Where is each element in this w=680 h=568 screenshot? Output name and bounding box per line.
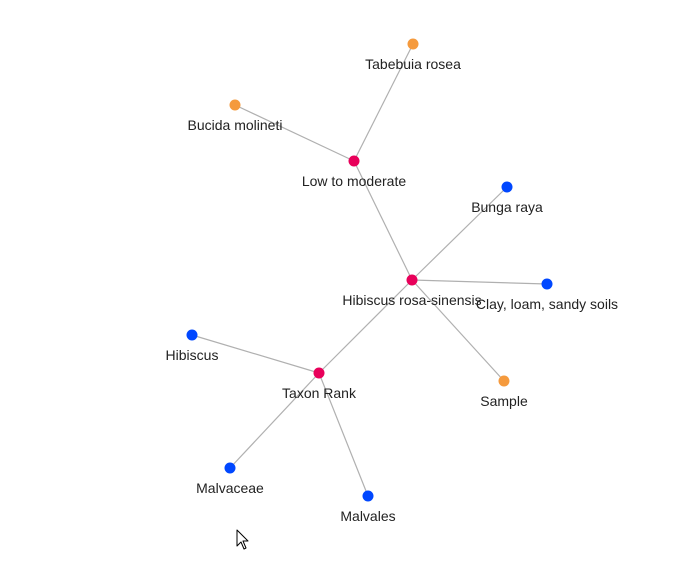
node-malvales[interactable]: Malvales bbox=[340, 490, 396, 525]
nodes-layer: Hibiscus rosa-sinensis Low to moderateTax… bbox=[166, 38, 618, 525]
node-label-hibiscus: Hibiscus bbox=[166, 347, 219, 363]
node-bunga-raya[interactable]: Bunga raya bbox=[471, 181, 543, 216]
edge-hibiscus-rosa-sinensis-bunga-raya bbox=[411, 186, 508, 281]
node-dot-malvales[interactable] bbox=[362, 490, 374, 502]
node-dot-bucida-molineti[interactable] bbox=[229, 99, 241, 111]
edge-low-to-moderate-tabebuia-rosea bbox=[353, 43, 414, 162]
node-label-hibiscus-rosa-sinensis: Hibiscus rosa-sinensis bbox=[342, 292, 481, 308]
node-dot-bunga-raya[interactable] bbox=[501, 181, 513, 193]
node-dot-sample[interactable] bbox=[498, 375, 510, 387]
node-label-bucida-molineti: Bucida molineti bbox=[188, 117, 283, 133]
node-dot-hibiscus-rosa-sinensis[interactable] bbox=[406, 274, 418, 286]
node-dot-malvaceae[interactable] bbox=[224, 462, 236, 474]
edge-hibiscus-rosa-sinensis-low-to-moderate bbox=[353, 160, 413, 281]
node-label-clay-loam-sandy-soils: Clay, loam, sandy soils bbox=[476, 296, 618, 312]
edge-taxon-rank-malvales bbox=[318, 372, 369, 497]
edge-taxon-rank-hibiscus bbox=[191, 334, 320, 374]
edge-hibiscus-rosa-sinensis-taxon-rank bbox=[318, 279, 413, 374]
node-dot-clay-loam-sandy-soils[interactable] bbox=[541, 278, 553, 290]
node-label-malvaceae: Malvaceae bbox=[196, 480, 264, 496]
node-malvaceae[interactable]: Malvaceae bbox=[196, 462, 264, 497]
node-label-low-to-moderate: Low to moderate bbox=[302, 173, 406, 189]
node-bucida-molineti[interactable]: Bucida molineti bbox=[188, 99, 283, 134]
node-hibiscus[interactable]: Hibiscus bbox=[166, 329, 219, 364]
node-dot-low-to-moderate[interactable] bbox=[348, 155, 360, 167]
edge-hibiscus-rosa-sinensis-sample bbox=[411, 279, 505, 382]
node-label-tabebuia-rosea: Tabebuia rosea bbox=[365, 56, 461, 72]
node-label-bunga-raya: Bunga raya bbox=[471, 199, 543, 215]
node-dot-tabebuia-rosea[interactable] bbox=[407, 38, 419, 50]
edge-low-to-moderate-bucida-molineti bbox=[234, 104, 355, 162]
edge-taxon-rank-malvaceae bbox=[229, 372, 320, 469]
node-clay-loam-sandy-soils[interactable]: Clay, loam, sandy soils bbox=[476, 278, 618, 313]
node-label-sample: Sample bbox=[480, 393, 528, 409]
node-sample[interactable]: Sample bbox=[480, 375, 528, 410]
node-tabebuia-rosea[interactable]: Tabebuia rosea bbox=[365, 38, 461, 73]
node-label-malvales: Malvales bbox=[340, 508, 395, 524]
edge-hibiscus-rosa-sinensis-clay-loam-sandy-soils bbox=[411, 279, 548, 285]
node-taxon-rank[interactable]: Taxon Rank bbox=[282, 367, 357, 402]
node-low-to-moderate[interactable]: Low to moderate bbox=[302, 155, 406, 190]
node-dot-hibiscus[interactable] bbox=[186, 329, 198, 341]
node-hibiscus-rosa-sinensis[interactable]: Hibiscus rosa-sinensis bbox=[342, 274, 482, 309]
edges-layer bbox=[191, 43, 548, 497]
mouse-pointer-icon bbox=[236, 529, 249, 550]
node-dot-taxon-rank[interactable] bbox=[313, 367, 325, 379]
node-label-taxon-rank: Taxon Rank bbox=[282, 385, 357, 401]
